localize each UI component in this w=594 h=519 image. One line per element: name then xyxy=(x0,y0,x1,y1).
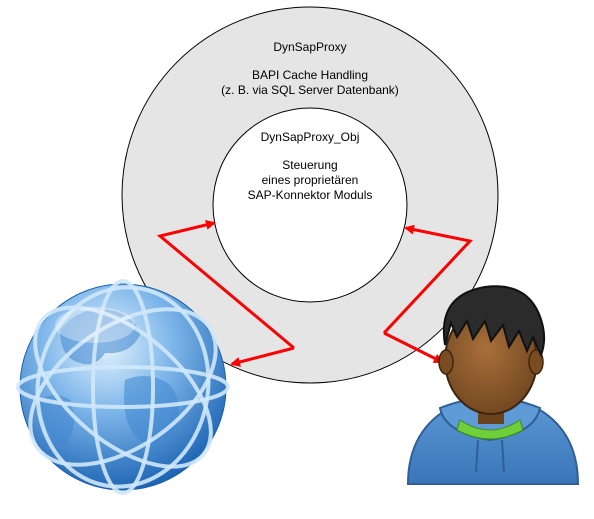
inner-circle-line3: SAP-Konnektor Moduls xyxy=(247,188,373,202)
arrow-right-in xyxy=(382,224,473,335)
arrow-left-in xyxy=(156,220,295,350)
globe-icon xyxy=(16,279,230,495)
inner-circle-title: DynSapProxy_Obj xyxy=(260,130,360,144)
inner-circle-line1: Steuerung xyxy=(282,158,338,172)
inner-circle-line2: eines proprietären xyxy=(261,173,359,187)
inner-circle xyxy=(212,107,408,303)
outer-ring-title: DynSapProxy xyxy=(273,40,347,54)
arrow-left-out xyxy=(230,346,295,367)
arrow-right-out xyxy=(383,331,444,364)
outer-ring-line2: (z. B. via SQL Server Datenbank) xyxy=(221,83,399,97)
outer-ring-line1: BAPI Cache Handling xyxy=(251,68,369,82)
user-icon xyxy=(406,285,580,485)
